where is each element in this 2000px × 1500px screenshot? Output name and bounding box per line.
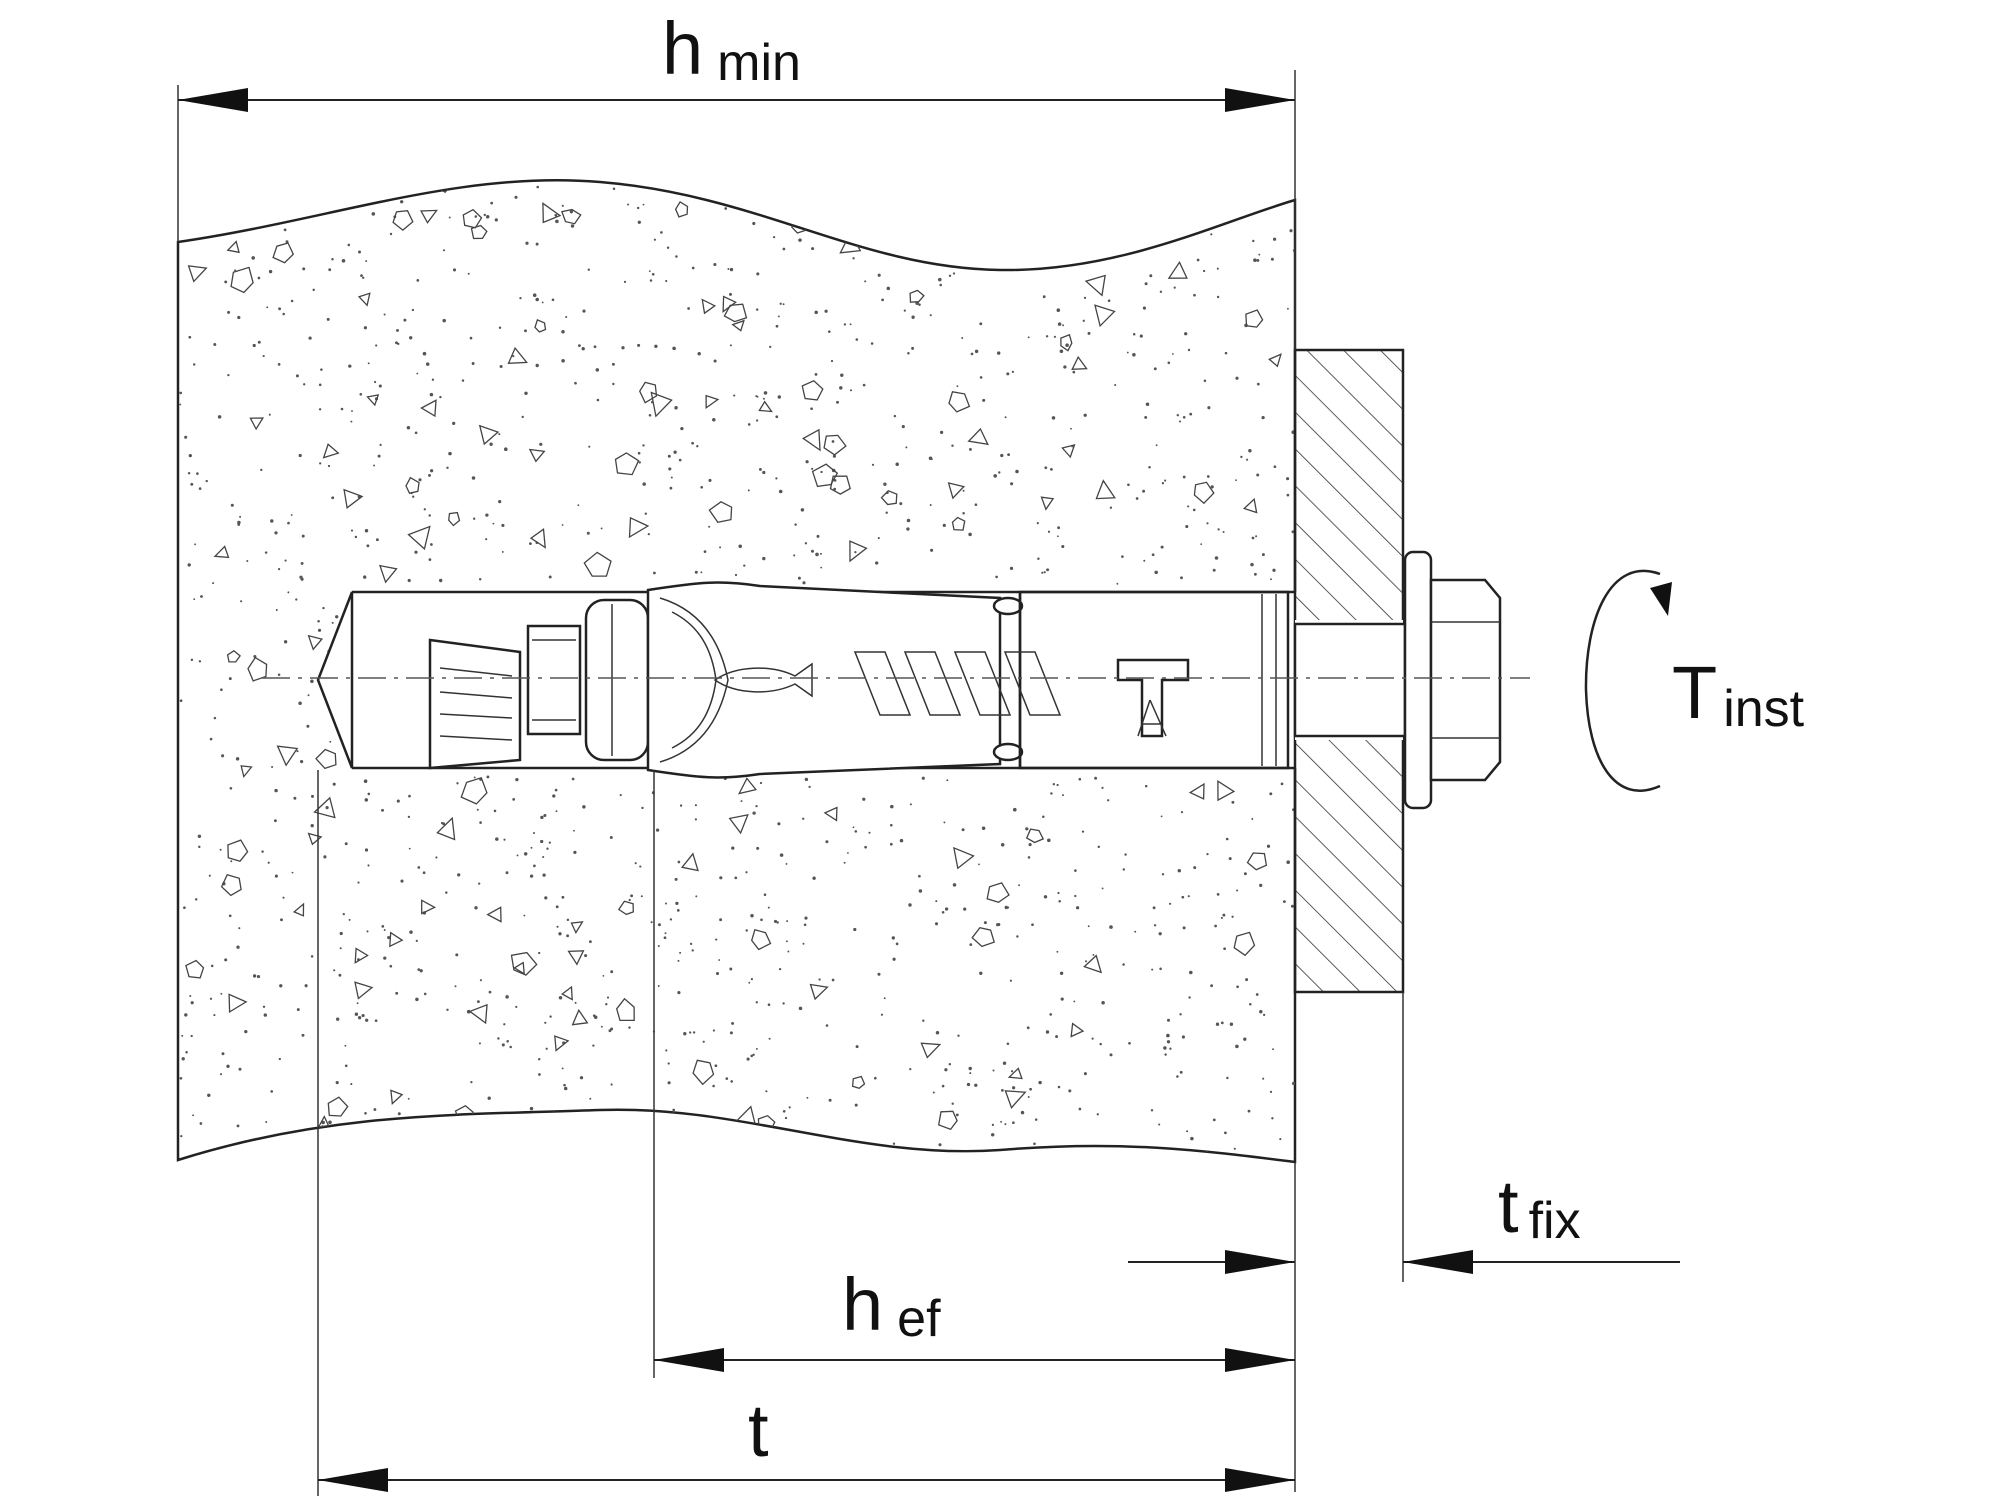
torque-arrow-icon bbox=[1584, 569, 1672, 792]
concrete-aggregate-texture bbox=[179, 180, 1295, 1162]
label-t: t bbox=[748, 1389, 769, 1472]
anchor-bolt bbox=[316, 550, 1502, 810]
dimension-hmin bbox=[177, 70, 1296, 350]
dimension-tfix bbox=[1128, 992, 1680, 1282]
dimension-hef bbox=[653, 770, 1296, 1492]
concrete-base bbox=[176, 178, 1297, 1164]
dimension-t bbox=[317, 770, 1295, 1496]
